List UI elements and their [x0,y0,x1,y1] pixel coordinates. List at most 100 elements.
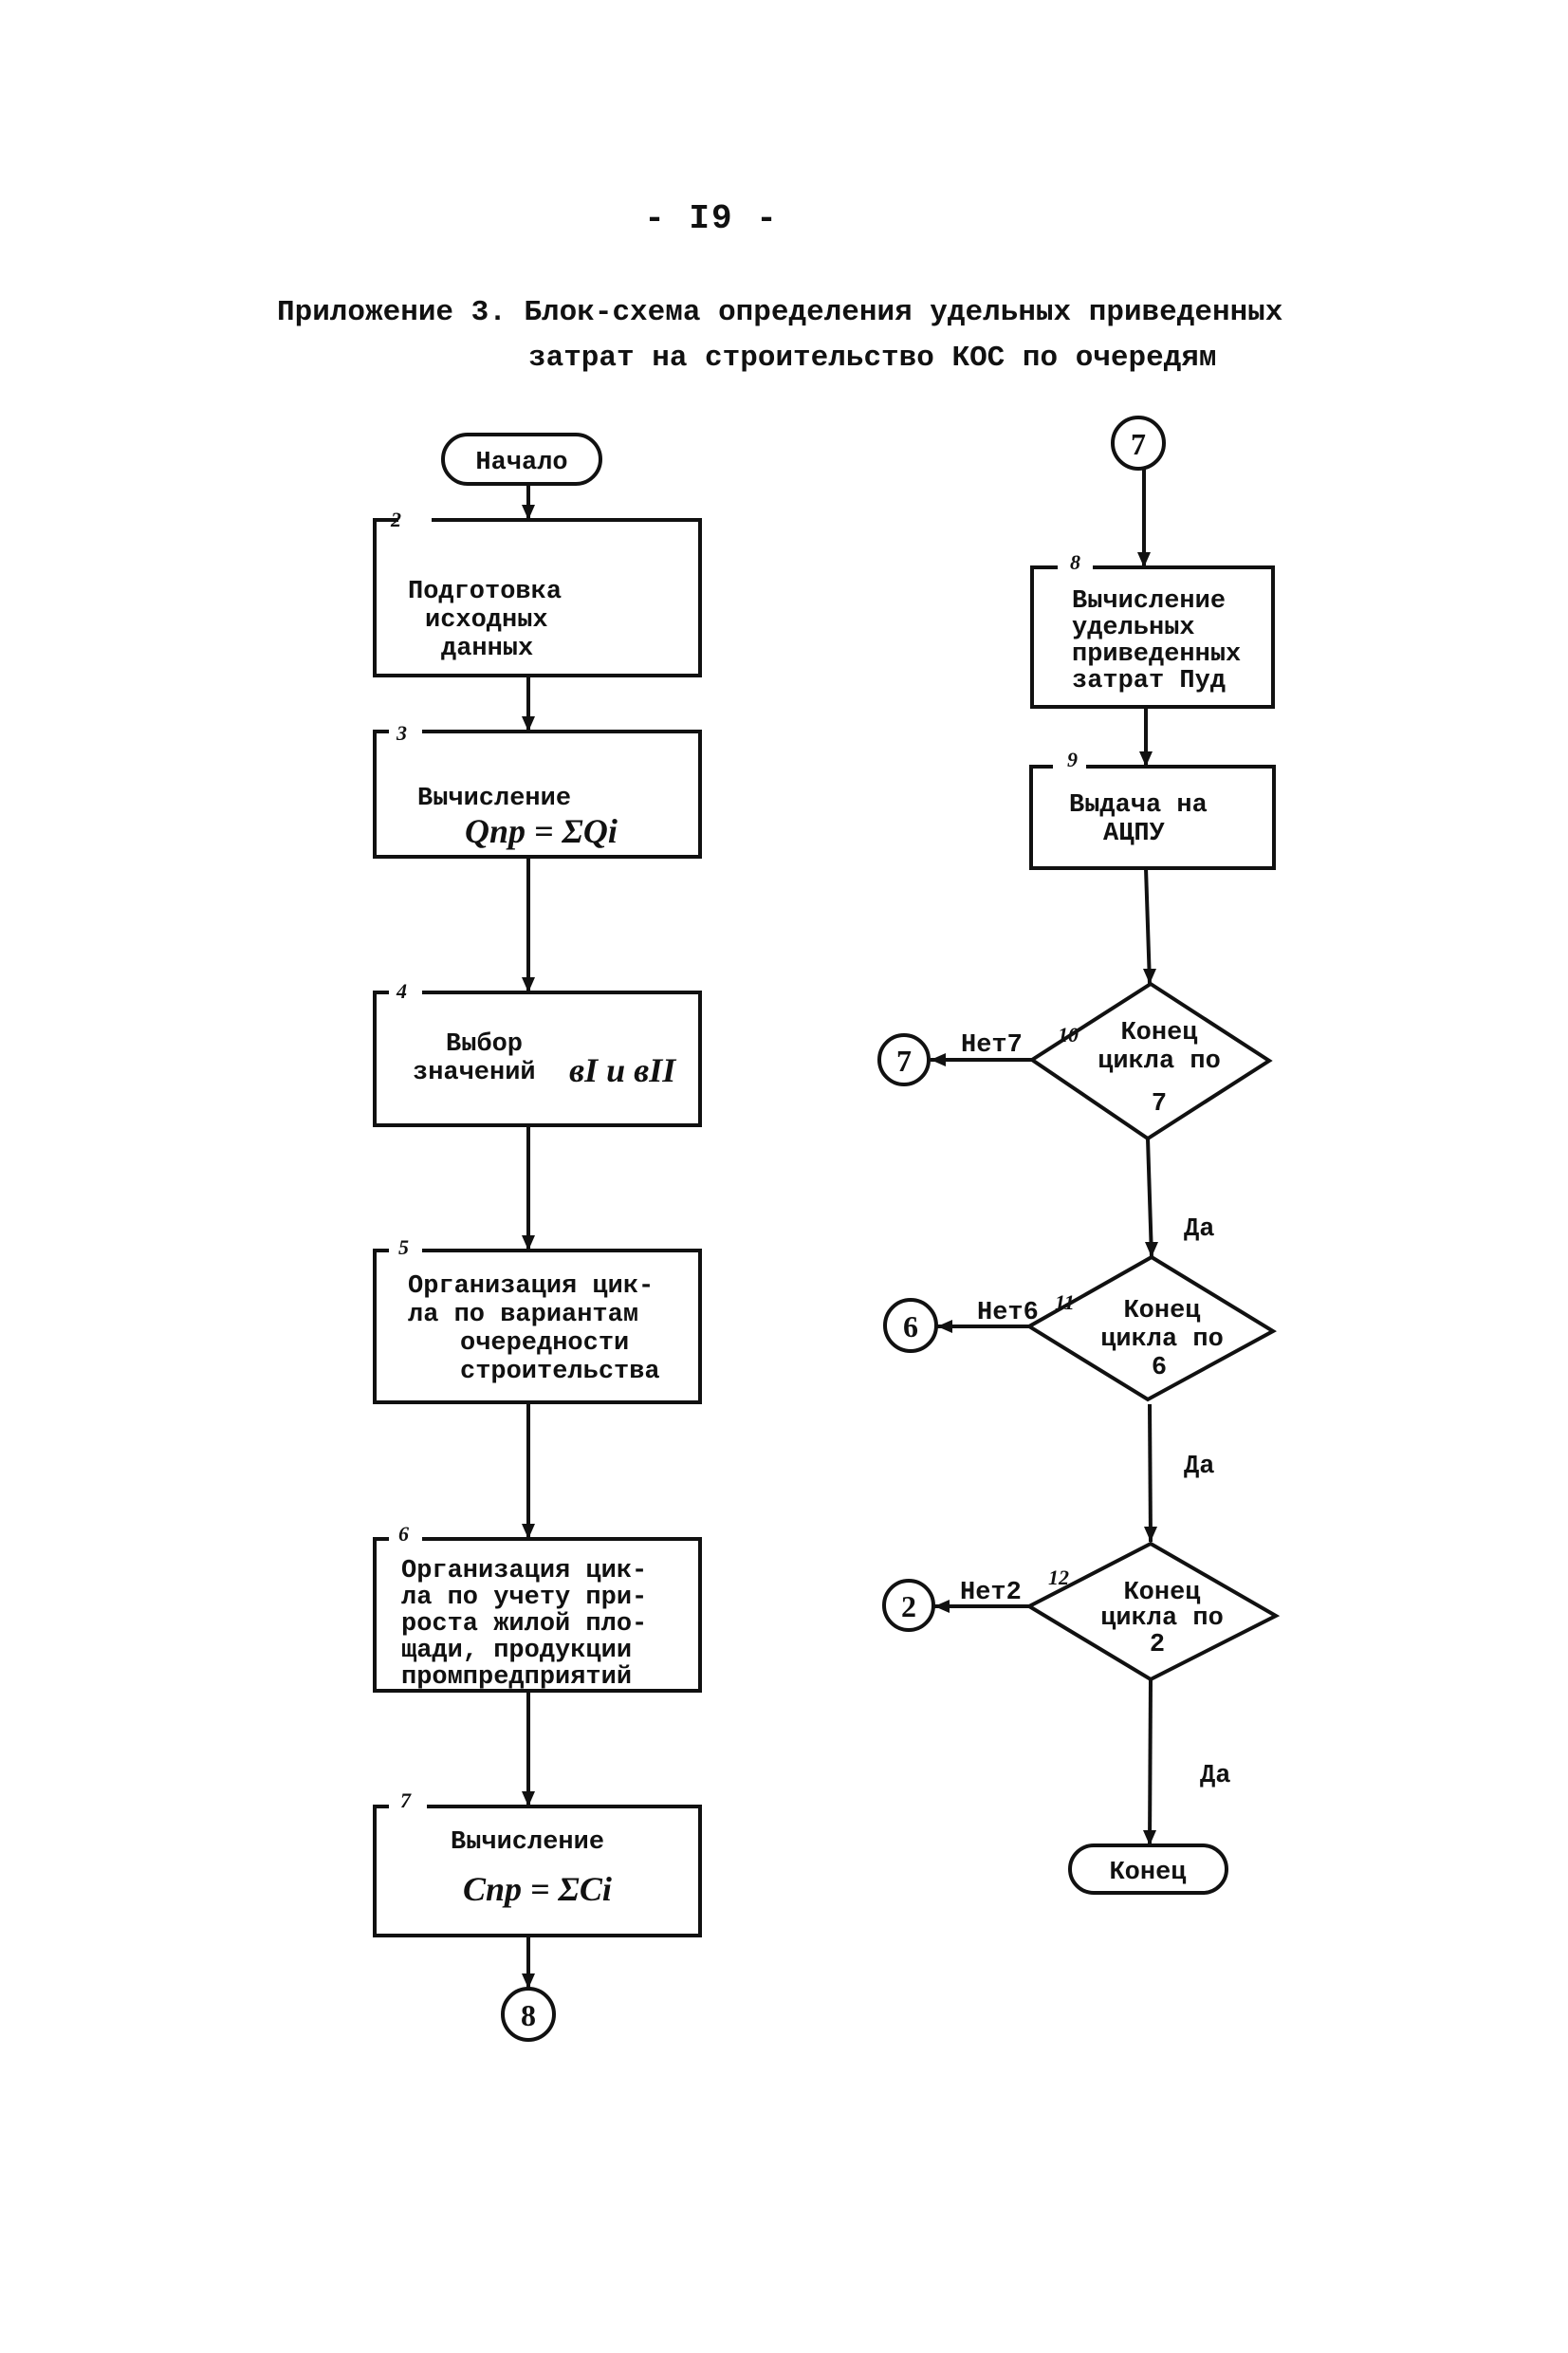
start-terminal: Начало [441,433,602,486]
block-text-line: Вычисление [451,1828,604,1857]
connector-2: 2 [882,1579,935,1632]
decision-text-line: Конец [1120,1019,1197,1047]
arrow-head [522,716,535,732]
arrow-head [1143,969,1156,984]
block-text-line: Организация цик- [408,1272,654,1301]
block-text-line: приведенных [1072,640,1241,669]
block-text-line: Организация цик- [401,1557,647,1585]
block-number: 9 [1067,748,1078,771]
process-block-9: 9 Выдача на АЦПУ [1029,748,1276,870]
connector-label: 6 [903,1309,918,1343]
process-block-5: 5 Организация цик- ла по вариантам очере… [373,1235,702,1404]
decision-text-line: 2 [1150,1631,1165,1659]
block-text-line: затрат Пуд [1072,667,1226,695]
arrow-head [522,1524,535,1539]
end-label: Конец [1109,1859,1186,1887]
edge-12-yes [1148,1678,1153,1846]
end-terminal: Конец [1068,1843,1228,1895]
arrow-head [522,1791,535,1806]
decision-text-line: цикла по [1100,1604,1224,1633]
process-block-4: 4 Выбор значений вI и вII [373,979,702,1127]
connector-7-entry: 7 [1111,416,1166,471]
block-number: 5 [398,1235,409,1259]
arrow-head [937,1320,952,1333]
block-number: 4 [396,979,407,1003]
connector-7-exit: 7 [877,1033,931,1086]
decision-12: 12 Конец цикла по 2 [1024,1541,1281,1682]
block-text-line: ла по учету при- [401,1584,647,1612]
block-text-line: Вычисление [417,785,571,813]
block-text-line: АЦПУ [1103,820,1166,848]
decision-text-line: Конец [1123,1579,1200,1607]
arrow-head [1137,552,1151,567]
process-block-3: 3 Вычисление Qпр = ΣQi [373,721,702,859]
decision-text-line: цикла по [1098,1047,1221,1076]
decision-number: 12 [1048,1566,1069,1589]
arrow-head [1144,1527,1157,1542]
decision-text-line: Конец [1123,1297,1200,1325]
block-text-line: строительства [460,1358,660,1386]
arrow-head [522,1973,535,1989]
arrow-head [522,1235,535,1251]
block-text-line: Выбор [446,1030,523,1059]
block-formula: Qпр = ΣQi [465,812,618,850]
appendix-title-line1: Приложение 3. Блок-схема определения уде… [277,296,1283,329]
edge-10-yes [1146,1138,1153,1258]
page-number: - I9 - [644,199,779,238]
arrow-head [931,1053,946,1066]
connector-label: 8 [521,1998,536,2032]
block-text-line: роста жилой пло- [401,1610,647,1639]
block-text-line: щади, продукции [401,1637,632,1665]
block-text-line: промпредприятий [401,1663,632,1692]
decision-text-line: 7 [1152,1090,1167,1119]
connector-label: 2 [901,1589,916,1623]
decision-text-line: 6 [1152,1354,1167,1382]
process-block-2: 2 Подготовка исходных данных [373,508,702,677]
decision-10: 10 Конец цикла по 7 [1028,981,1273,1141]
block-number: 3 [396,721,407,745]
block-number: 6 [398,1522,409,1546]
block-number: 7 [400,1788,412,1812]
decision-number: 11 [1055,1290,1075,1314]
connector-label: 7 [896,1044,912,1078]
process-block-6: 6 Организация цик- ла по учету при- рост… [373,1522,702,1693]
arrow-head [1145,1242,1158,1257]
process-block-8: 8 Вычисление удельных приведенных затрат… [1030,550,1275,709]
connector-6: 6 [883,1298,938,1353]
block-text-line: ла по вариантам [408,1301,638,1329]
yes-label: Да [1184,1215,1214,1244]
block-formula: Cпр = ΣCi [463,1870,612,1908]
edge-9-10 [1144,867,1152,985]
block-formula: вI и вII [569,1051,677,1089]
decision-number: 10 [1058,1023,1079,1047]
arrow-head [934,1600,950,1613]
process-block-7: 7 Вычисление Cпр = ΣCi [373,1788,702,1937]
appendix-title-line2: затрат на строительство КОС по очередям [528,342,1217,375]
block-text-line: Вычисление [1072,587,1226,616]
start-label: Начало [475,449,567,477]
connector-8: 8 [501,1987,556,2042]
block-text-line: значений [413,1059,536,1087]
no-label: Нет2 [960,1579,1022,1607]
edge-11-yes [1148,1403,1153,1543]
arrow-head [522,977,535,992]
block-text-line: Выдача на [1069,791,1208,820]
decision-11: 11 Конец цикла по 6 [1025,1254,1278,1402]
yes-label: Да [1200,1762,1230,1790]
block-text-line: данных [441,635,533,663]
block-text-line: удельных [1072,614,1195,642]
no-label: Нет7 [961,1031,1023,1060]
decision-text-line: цикла по [1100,1325,1224,1354]
block-text-line: очередности [460,1329,629,1358]
block-text-line: Подготовка [408,578,562,606]
block-number: 8 [1070,550,1080,574]
block-text-line: исходных [425,606,548,635]
arrow-head [1143,1830,1156,1845]
arrow-head [522,505,535,520]
no-label: Нет6 [977,1299,1039,1327]
block-number: 2 [390,508,401,531]
arrow-head [1139,751,1153,767]
connector-label: 7 [1131,427,1146,461]
yes-label: Да [1184,1453,1214,1481]
